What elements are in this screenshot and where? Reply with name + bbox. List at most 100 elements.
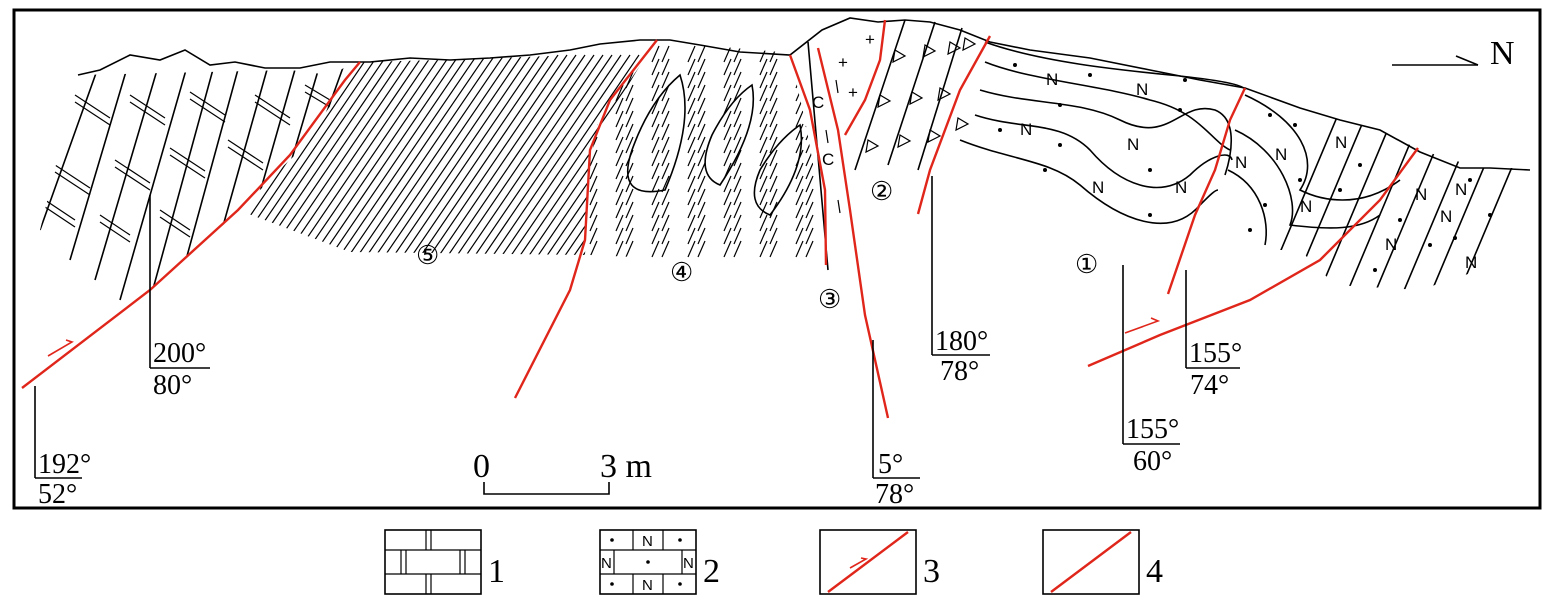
hatch-line [651,214,660,232]
hatch-line [273,54,415,255]
zone-labels: ⑤ ④ ③ ② ① [416,177,1098,314]
hatch-line [733,188,742,206]
hatch-line [282,54,424,255]
fault-zone-3-west [788,54,828,266]
hatch-line [291,54,433,255]
hatch-line [733,214,742,232]
hatch-line [661,97,670,115]
hatch-line [697,227,706,245]
thrust-arrow-east [1124,317,1161,334]
hatch-line [723,97,732,115]
hatch-line [661,136,670,154]
fault-zone-2-west [843,19,887,136]
attitude-dip: 52° [38,479,77,510]
hatch-line [390,54,532,255]
hatch-line [615,188,624,206]
hatch-line [795,188,804,206]
sandstone-symbol: N [1455,180,1467,199]
hatch-line [444,54,586,255]
hatch-line [805,162,814,180]
hatch-line [651,201,660,219]
attitude-azimuth: 5° [878,449,903,480]
hatch-line [453,54,595,255]
hatch-line [687,227,696,245]
hatch-line [426,54,568,255]
attitude-dip: 74° [1190,370,1229,401]
hatch-line [723,214,732,232]
sandstone-symbol: N [1046,70,1058,89]
hatch-line [697,136,706,154]
sandstone-symbol: N [1415,185,1427,204]
hatch-line [687,45,696,63]
cleavage-zone-5 [238,54,655,255]
zone-label-5: ⑤ [416,241,439,270]
hatch-line [759,214,768,232]
hatch-line [651,175,660,193]
hatch-line [534,54,655,255]
hatch-line [615,84,624,102]
scale-start-label: 0 [473,448,490,485]
hatch-line [759,58,768,76]
attitude-labels: 192° 52° 200° 80° 5° 78° 180° 78° 155° 6… [38,326,1242,510]
hatch-line [687,240,696,258]
sandstone-symbol: N [1385,235,1397,254]
hatch-line [651,162,660,180]
hatch-line [589,188,598,206]
hatch-line [435,54,577,255]
hatch-line [589,175,598,193]
hatch-line [589,240,598,258]
hatch-line [805,149,814,167]
hatch-line [651,97,660,115]
hatch-line [723,110,732,128]
sandstone-symbol: N [1335,133,1347,152]
hatch-line [661,227,670,245]
hatch-line [327,54,469,255]
sandstone-symbol: N [1275,145,1287,164]
hatch-line [733,110,742,128]
ground-surface [77,17,1531,171]
hatch-line [697,149,706,167]
map-frame [12,8,1542,510]
hatch-line [697,123,706,141]
limestone-unit [39,60,346,301]
hatch-line [697,71,706,89]
hatch-line [625,227,634,245]
zone-label-3: ③ [818,285,841,314]
hatch-line [318,54,460,255]
sandstone-symbol: N [642,577,653,594]
hatch-line [1483,109,1530,290]
fault-zone-2-east [916,35,992,215]
hatch-line [615,201,624,219]
hatch-line [795,201,804,219]
hatch-line [615,227,624,245]
hatch-line [759,84,768,102]
hatch-line [832,202,839,218]
hatch-line [805,214,814,232]
hatch-line [589,201,598,219]
hatch-line [723,123,732,141]
hatch-line [832,176,839,192]
hatch-line [733,175,742,193]
hatch-line [697,110,706,128]
hatch-line [625,97,634,115]
hatch-line [697,84,706,102]
hatch-line [589,149,598,167]
attitude-dip: 78° [875,479,914,510]
attitude-azimuth: 180° [935,326,988,357]
hatch-line [769,162,778,180]
hatch-line [769,188,778,206]
hatch-line [615,110,624,128]
hatch-line [651,240,660,258]
hatch-line [723,136,732,154]
hatch-line [399,54,541,255]
hatch-line [480,54,622,255]
hatch-line [795,162,804,180]
hatch-line [733,123,742,141]
hatch-line [687,149,696,167]
legend-item-3: 3 [819,529,940,595]
hatch-line [769,227,778,245]
north-label: N [1490,35,1515,72]
zone-label-4: ④ [670,258,693,287]
hatch-line [733,240,742,258]
hatch-line [733,201,742,219]
